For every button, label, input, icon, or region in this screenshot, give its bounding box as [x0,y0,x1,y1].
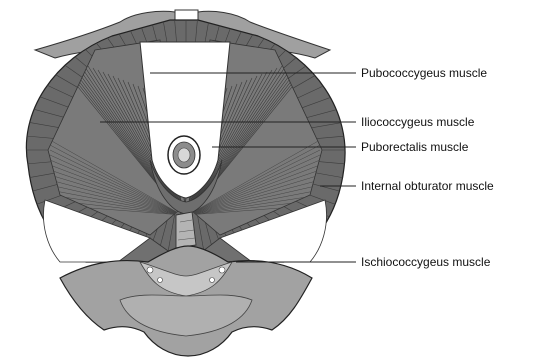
label-iliococcygeus: Iliococcygeus muscle [361,115,474,129]
rectum [168,136,200,174]
label-puborectalis: Puborectalis muscle [361,140,468,154]
label-internal-obturator: Internal obturator muscle [361,179,494,193]
label-pubococcygeus: Pubococcygeus muscle [361,66,487,80]
coccyx [176,212,196,248]
label-ischiococcygeus: Ischiococcygeus muscle [361,255,490,269]
